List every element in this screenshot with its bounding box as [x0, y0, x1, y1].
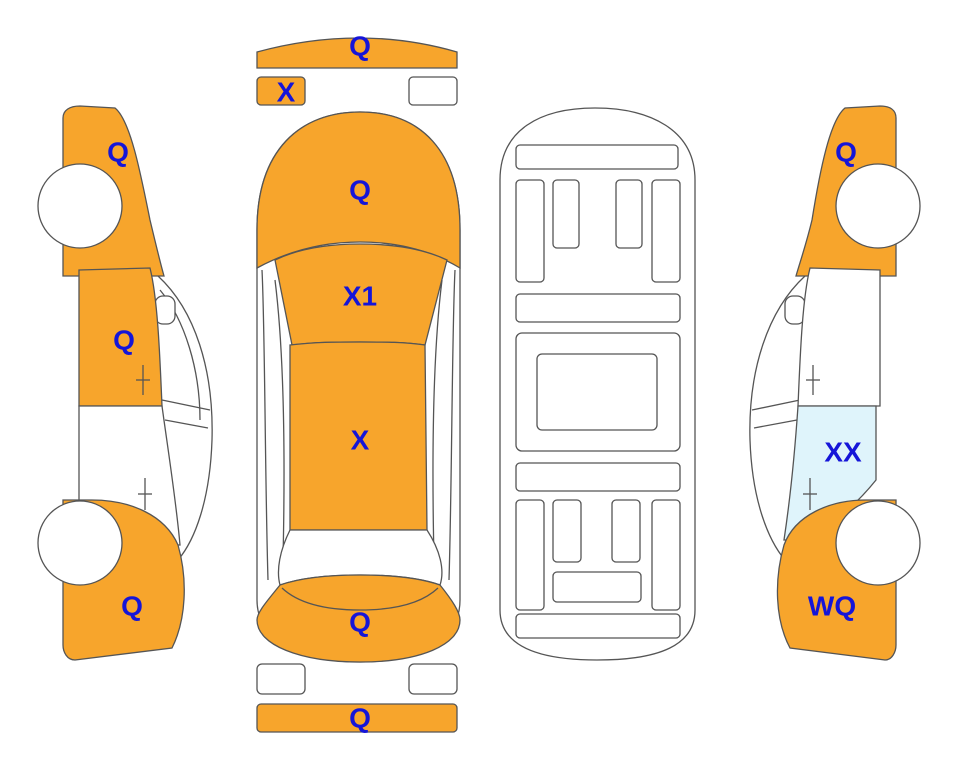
right-door-handles	[803, 365, 820, 510]
rear-left-corner[interactable]	[256, 663, 306, 695]
left-side-window-line	[161, 399, 211, 429]
right-front-fender-label: Q	[835, 137, 857, 168]
trunk-label: Q	[349, 607, 371, 638]
right-side-window-line	[751, 399, 801, 429]
left-front-wheel	[37, 163, 123, 249]
top-left-side-lines	[261, 269, 285, 581]
right-side-view: XX Q WQ	[749, 105, 921, 661]
front-bumper[interactable]	[256, 37, 458, 69]
rear-right-corner[interactable]	[408, 663, 458, 695]
right-front-door[interactable]	[797, 267, 881, 407]
left-front-fender-label: Q	[107, 137, 129, 168]
right-rear-door-glass-label: XX	[824, 437, 862, 468]
front-right-corner[interactable]	[408, 76, 458, 106]
left-side-roof-outline	[157, 275, 213, 561]
right-rear-wheel	[835, 500, 921, 586]
right-side-roof-outline	[749, 275, 806, 561]
roof-label: X	[351, 425, 370, 456]
left-rear-quarter-label: Q	[121, 591, 143, 622]
trunk[interactable]	[256, 574, 461, 663]
left-door-handles	[136, 365, 152, 510]
roof[interactable]	[289, 341, 428, 531]
top-view: Q X Q X1 X Q Q	[256, 31, 461, 734]
rear-bumper[interactable]	[256, 703, 458, 733]
left-mirror	[154, 295, 176, 325]
left-rear-wheel	[37, 500, 123, 586]
left-front-door-label: Q	[113, 325, 135, 356]
trunk-lid-line	[281, 587, 439, 611]
left-side-view: Q Q Q	[37, 105, 213, 661]
front-left-corner-label: X	[277, 77, 296, 108]
top-right-side-lines	[432, 269, 456, 581]
front-bumper-label: Q	[349, 31, 371, 62]
right-front-wheel	[835, 163, 921, 249]
right-mirror	[784, 295, 806, 325]
hood-label: Q	[349, 175, 371, 206]
underbody-panels	[515, 144, 681, 639]
right-rear-quarter-label: WQ	[808, 591, 856, 622]
front-left-corner[interactable]	[256, 76, 306, 106]
windshield-label: X1	[343, 281, 377, 312]
underbody-view	[499, 107, 696, 661]
hood[interactable]	[256, 111, 461, 270]
rear-bumper-label: Q	[349, 703, 371, 734]
